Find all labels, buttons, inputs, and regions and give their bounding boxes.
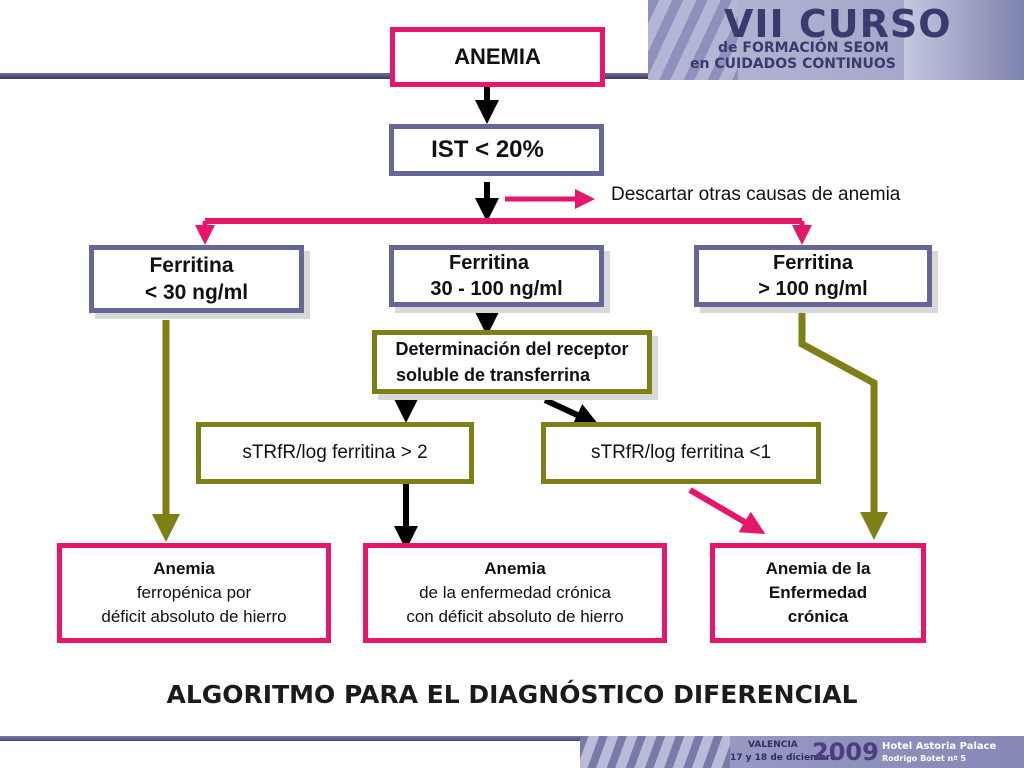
footer-address: Rodrigo Botet nº 5	[882, 754, 967, 763]
node-receptor: Determinación del receptor soluble de tr…	[372, 330, 652, 394]
node-ist: IST < 20%	[389, 124, 604, 176]
node-ferritina-mid-line-2: 30 - 100 ng/ml	[430, 278, 563, 300]
node-ferritina-high-line-1: Ferritina	[772, 252, 854, 274]
slide-title: ALGORITMO PARA EL DIAGNÓSTICO DIFERENCIA…	[166, 680, 858, 709]
node-ratio-high: sTRfR/log ferritina > 2	[196, 422, 474, 484]
node-ferritina-high: Ferritina > 100 ng/ml	[694, 245, 932, 307]
node-receptor-line-2: soluble de transferrina	[395, 365, 591, 385]
banner-building-image	[904, 0, 1024, 80]
result-cronica-line-3: crónica	[787, 607, 849, 626]
arrow-receptor-to-low	[543, 397, 599, 426]
node-ist-text: IST < 20%	[431, 136, 544, 163]
result-mixta-line-3: con déficit absoluto de hierro	[406, 607, 624, 626]
result-cronica-line-2: Enfermedad	[768, 583, 868, 602]
node-result-mixta: Anemia de la enfermedad crónica con défi…	[363, 543, 667, 643]
node-ferritina-mid-line-1: Ferritina	[448, 252, 530, 274]
node-result-ferropenica: Anemia ferropénica por déficit absoluto …	[57, 543, 331, 643]
node-ferritina-low-line-2: < 30 ng/ml	[144, 281, 249, 304]
node-ferritina-high-line-2: > 100 ng/ml	[758, 278, 868, 300]
footer-city: VALENCIA	[748, 740, 798, 750]
result-mixta-line-1: Anemia	[484, 559, 546, 578]
banner-title: VII CURSO	[724, 2, 952, 46]
footer-banner: VALENCIA 17 y 18 de diciembre 2009 Hotel…	[580, 736, 1024, 768]
node-ratio-low-text: sTRfR/log ferritina <1	[590, 442, 772, 463]
banner-subtitle-1: de FORMACIÓN SEOM	[718, 40, 889, 56]
course-banner: VII CURSO de FORMACIÓN SEOM en CUIDADOS …	[648, 0, 1024, 80]
footer-hotel: Hotel Astoria Palace	[882, 741, 997, 752]
result-ferropenica-line-2: ferropénica por	[136, 583, 252, 602]
footer-year: 2009	[812, 738, 879, 766]
node-ferritina-mid: Ferritina 30 - 100 ng/ml	[389, 245, 604, 307]
node-receptor-line-1: Determinación del receptor	[395, 339, 629, 359]
arrow-high-to-cronica	[798, 306, 888, 540]
node-ferritina-low-line-1: Ferritina	[149, 254, 234, 277]
result-ferropenica-line-3: déficit absoluto de hierro	[101, 607, 287, 626]
node-anemia: ANEMIA	[390, 27, 605, 87]
result-ferropenica-line-1: Anemia	[153, 559, 215, 578]
footer-decoration	[580, 736, 730, 768]
node-result-cronica: Anemia de la Enfermedad crónica	[710, 543, 926, 643]
arrow-lowratio-to-cronica	[688, 487, 766, 535]
node-anemia-text: ANEMIA	[454, 44, 541, 69]
footer-dates: 17 y 18 de diciembre	[730, 753, 837, 763]
footer-rule	[0, 736, 580, 741]
banner-decoration	[648, 0, 738, 80]
node-ferritina-low: Ferritina < 30 ng/ml	[89, 245, 304, 313]
result-cronica-line-1: Anemia de la	[765, 559, 871, 578]
node-ratio-low: sTRfR/log ferritina <1	[541, 422, 821, 484]
side-note: Descartar otras causas de anemia	[611, 184, 901, 205]
header-rule	[0, 73, 648, 79]
result-mixta-line-2: de la enfermedad crónica	[419, 583, 611, 602]
banner-subtitle-2: en CUIDADOS CONTINUOS	[690, 56, 896, 72]
node-ratio-high-text: sTRfR/log ferritina > 2	[242, 442, 428, 463]
